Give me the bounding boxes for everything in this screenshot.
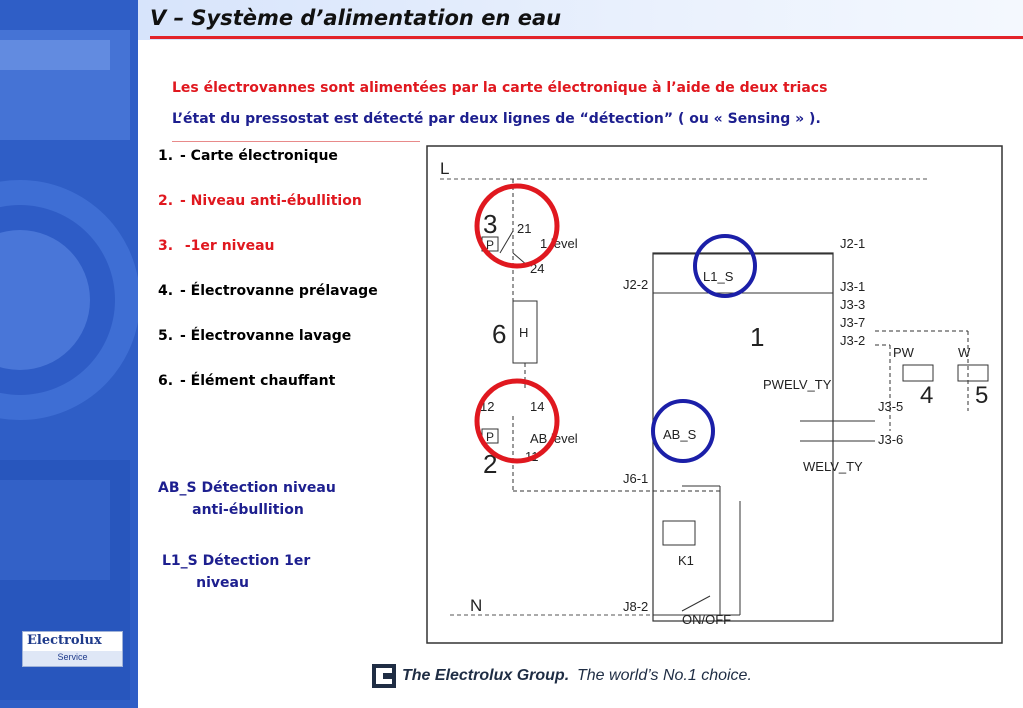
footer-slogan: The world’s No.1 choice. [577, 667, 752, 684]
label-pwelv: PWELV_TY [763, 377, 832, 392]
washing-machine-image [0, 0, 138, 708]
left-sidebar-decoration [0, 0, 138, 708]
relay-k1-coil [662, 520, 696, 546]
label-j3-5: J3-5 [878, 399, 903, 414]
electrolux-badge-icon [372, 664, 396, 688]
label-comp-6: 6 [492, 319, 506, 349]
title-bar [138, 0, 1023, 40]
label-pin-14: 14 [530, 399, 544, 414]
label-j3-1: J3-1 [840, 279, 865, 294]
label-j3-3: J3-3 [840, 297, 865, 312]
intro-line-red: Les électrovannes sont alimentées par la… [172, 80, 828, 96]
label-comp-1: 1 [750, 322, 764, 352]
label-line-l: L [440, 159, 449, 178]
label-level-1: 1 level [540, 236, 578, 251]
label-k1: K1 [678, 553, 694, 568]
electrolux-service-logo: Electrolux Service [22, 631, 123, 667]
label-comp-3: 3 [483, 209, 497, 239]
note-l1-s: L1_S Détection 1er niveau [162, 553, 311, 591]
label-line-n: N [470, 596, 482, 615]
label-j3-6: J3-6 [878, 432, 903, 447]
label-j2-2: J2-2 [623, 277, 648, 292]
label-onoff: ON/OFF [682, 612, 731, 627]
circuit-diagram: L N 3 21 24 1 level P 6 H 12 14 AB level… [420, 141, 1010, 647]
label-p-bottom: P [486, 430, 494, 444]
label-ab-s: AB_S [663, 427, 697, 442]
label-pin-21: 21 [517, 221, 531, 236]
label-j2-1: J2-1 [840, 236, 865, 251]
label-comp-4: 4 [920, 382, 933, 409]
logo-name: Electrolux [27, 633, 102, 648]
label-j3-2: J3-2 [840, 333, 865, 348]
logo-sub: Service [57, 652, 88, 662]
highlight-circle-antiboil [474, 378, 560, 464]
highlight-circle-abs [651, 399, 715, 463]
list-item: 5.- Électrovanne lavage [158, 328, 352, 344]
label-pw: PW [893, 345, 915, 360]
diagram-frame [426, 145, 1003, 644]
list-item: 1.- Carte électronique [158, 148, 338, 164]
label-p-top: P [486, 238, 494, 252]
label-heater-h: H [519, 325, 528, 340]
list-item: 6.- Élément chauffant [158, 373, 336, 389]
highlight-circle-level1 [474, 183, 560, 269]
label-j6-1: J6-1 [623, 471, 648, 486]
label-j8-2: J8-2 [623, 599, 648, 614]
label-welv: WELV_TY [803, 459, 863, 474]
list-item: 2.- Niveau anti-ébullition [158, 193, 362, 209]
label-l1-s: L1_S [703, 269, 734, 284]
highlight-circle-l1s [693, 234, 757, 298]
list-item: 3. -1er niveau [158, 238, 275, 254]
slide-title: V – Système d’alimentation en eau [150, 6, 562, 30]
label-comp-5: 5 [975, 382, 988, 409]
label-j3-7: J3-7 [840, 315, 865, 330]
logo-band [23, 651, 122, 666]
footer-brand: The Electrolux Group. [402, 667, 570, 684]
label-w: W [958, 345, 971, 360]
note-ab-s: AB_S Détection niveau anti-ébullition [158, 480, 336, 518]
list-item: 4.- Électrovanne prélavage [158, 283, 378, 299]
intro-line-blue: L’état du pressostat est détecté par deu… [172, 111, 821, 127]
valve-pw-coil [902, 364, 934, 382]
valve-w-coil [957, 364, 989, 382]
title-underline [150, 36, 1023, 39]
